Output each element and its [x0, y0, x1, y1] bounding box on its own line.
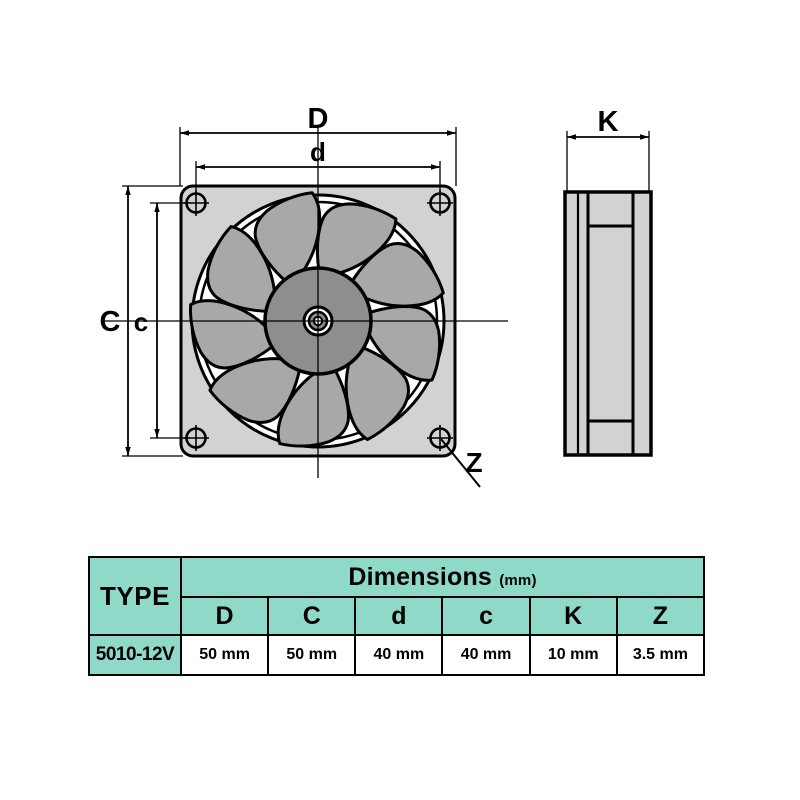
table-header-row-title: TYPE Dimensions (mm) — [88, 556, 705, 636]
cell-type: 5010-12V — [88, 634, 182, 676]
label-d: d — [310, 137, 326, 167]
cell-d: 40 mm — [354, 634, 444, 676]
header-type-cell: TYPE — [88, 556, 182, 636]
cell-Z: 3.5 mm — [615, 634, 706, 676]
table-row: 5010-12V 50 mm 50 mm 40 mm 40 mm 10 mm 3… — [88, 634, 706, 676]
cell-C: 50 mm — [267, 634, 357, 676]
side-body — [563, 190, 653, 457]
cell-c: 40 mm — [441, 634, 531, 676]
header-symbol-D: D — [179, 596, 270, 636]
label-C: C — [100, 306, 121, 338]
label-Z: Z — [465, 447, 482, 478]
dimension-d — [195, 161, 441, 196]
header-symbol-K: K — [528, 596, 618, 636]
header-symbol-c: c — [441, 596, 531, 636]
front-view — [105, 125, 508, 488]
table-header-row-symbols: D C d c K Z — [89, 596, 706, 636]
leader-line-Z — [440, 438, 481, 488]
label-c: c — [134, 307, 148, 337]
label-K: K — [598, 106, 619, 138]
dimensions-table: TYPE Dimensions (mm) D C d c K Z 5010-12… — [88, 556, 706, 676]
dimension-D — [179, 127, 457, 186]
header-symbol-C: C — [267, 596, 357, 636]
header-dimensions-title: Dimensions (mm) — [180, 556, 705, 598]
label-D: D — [308, 103, 329, 135]
dimension-K — [566, 131, 650, 192]
cell-K: 10 mm — [528, 634, 618, 676]
dimension-C — [122, 185, 183, 457]
header-symbol-d: d — [354, 596, 444, 636]
dimension-c — [150, 202, 190, 439]
header-symbol-Z: Z — [615, 596, 706, 636]
dimensions-unit-text: (mm) — [499, 571, 537, 589]
dimensions-title-text: Dimensions — [348, 562, 493, 591]
side-view — [563, 131, 653, 457]
cell-D: 50 mm — [179, 634, 270, 676]
